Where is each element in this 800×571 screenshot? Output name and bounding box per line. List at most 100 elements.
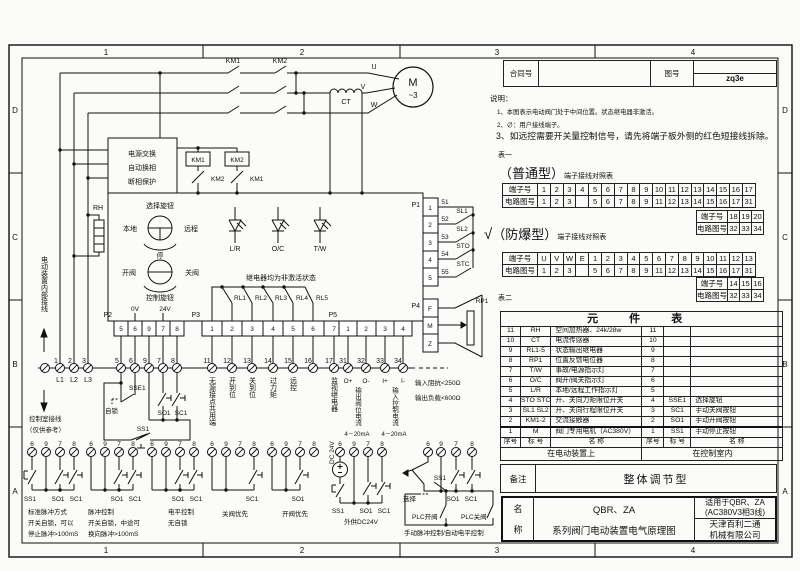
heater-rh <box>74 214 105 257</box>
svg-text:I-: I- <box>401 378 405 385</box>
svg-text:8: 8 <box>252 441 256 448</box>
svg-text:远控: 远控 <box>290 377 298 392</box>
svg-text:KM1: KM1 <box>226 58 241 65</box>
svg-text:关阀优先: 关阀优先 <box>222 509 249 518</box>
svg-text:7: 7 <box>161 326 165 333</box>
svg-text:STC: STC <box>457 261 470 268</box>
svg-text:2: 2 <box>300 546 305 555</box>
indicator-leds <box>228 207 332 243</box>
svg-text:SC1: SC1 <box>129 496 142 503</box>
control-knob[interactable] <box>143 259 177 293</box>
svg-text:关到位: 关到位 <box>249 376 257 398</box>
svg-text:V: V <box>361 84 366 91</box>
svg-text:55: 55 <box>441 269 449 276</box>
svg-text:SC1: SC1 <box>190 496 203 503</box>
svg-text:2: 2 <box>68 358 72 365</box>
name-char-2: 称 <box>513 525 523 535</box>
svg-text:0V: 0V <box>131 306 140 313</box>
svg-text:SL1: SL1 <box>456 208 468 215</box>
svg-text:KM2: KM2 <box>273 58 288 65</box>
svg-text:T/W: T/W <box>314 246 327 253</box>
svg-text:5: 5 <box>119 326 123 333</box>
svg-text:13: 13 <box>243 358 251 365</box>
svg-text:外供DC24V: 外供DC24V <box>344 517 379 526</box>
svg-text:脉冲控制: 脉冲控制 <box>88 507 115 516</box>
example-wiring <box>23 457 494 526</box>
svg-text:11: 11 <box>203 358 210 365</box>
svg-text:开关自锁，可以: 开关自锁，可以 <box>28 518 74 527</box>
contract-no-label: 合同号 <box>504 61 539 86</box>
svg-text:4: 4 <box>691 546 696 555</box>
svg-text:D: D <box>12 106 18 115</box>
svg-text:15: 15 <box>284 358 292 365</box>
motor-symbol <box>392 66 434 108</box>
svg-text:1: 1 <box>54 358 58 365</box>
svg-text:3: 3 <box>82 358 86 365</box>
svg-text:8: 8 <box>312 441 316 448</box>
svg-text:2: 2 <box>364 326 368 333</box>
svg-text:P3: P3 <box>191 312 200 319</box>
series-desc: 系列阀门电动装置电气原理图 <box>552 525 676 537</box>
svg-text:14: 14 <box>264 358 272 365</box>
svg-text:8: 8 <box>131 441 135 448</box>
svg-text:7: 7 <box>332 326 336 333</box>
svg-text:输入阻抗<250Ω: 输入阻抗<250Ω <box>415 378 461 387</box>
svg-text:8: 8 <box>192 441 196 448</box>
svg-text:6: 6 <box>311 326 315 333</box>
svg-text:6: 6 <box>133 326 137 333</box>
svg-text:C: C <box>782 233 788 242</box>
svg-text:RL2: RL2 <box>255 295 267 302</box>
svg-text:SO1: SO1 <box>291 496 304 503</box>
svg-text:SO1: SO1 <box>359 508 372 515</box>
svg-text:3: 3 <box>383 326 387 333</box>
svg-text:RL3: RL3 <box>275 295 287 302</box>
svg-text:6: 6 <box>30 441 34 448</box>
svg-text:31: 31 <box>339 358 347 365</box>
svg-text:关阀: 关阀 <box>185 268 199 277</box>
svg-text:54: 54 <box>441 251 449 258</box>
exp-type-suffix: 端子接线对照表 <box>557 234 607 241</box>
svg-text:3: 3 <box>495 48 500 57</box>
svg-text:8: 8 <box>470 441 474 448</box>
svg-text:RL4: RL4 <box>296 295 308 302</box>
svg-text:8: 8 <box>171 358 175 365</box>
svg-text:SO1: SO1 <box>110 496 123 503</box>
contract-no-value[interactable] <box>539 61 651 86</box>
svg-text:KM2: KM2 <box>211 176 225 183</box>
drawing-no-label: 图号 <box>651 61 694 86</box>
selector-knob[interactable] <box>143 215 177 251</box>
svg-text:SC1: SC1 <box>70 496 83 503</box>
wiring-direction-arrows <box>40 327 48 413</box>
svg-text:L2: L2 <box>70 377 78 384</box>
svg-text:SO1: SO1 <box>157 410 170 417</box>
company-line-2: 机械有限公司 <box>709 530 761 541</box>
svg-text:标准脉冲方式: 标准脉冲方式 <box>28 507 68 516</box>
svg-text:无源接点共用端: 无源接点共用端 <box>209 377 217 427</box>
apply-line-2: (AC380V3相3线) <box>704 508 766 518</box>
svg-text:9: 9 <box>224 441 228 448</box>
svg-text:6: 6 <box>270 441 274 448</box>
svg-text:继电器均为非激活状态: 继电器均为非激活状态 <box>246 273 316 282</box>
svg-text:3: 3 <box>495 546 500 555</box>
table2-label: 表二 <box>498 295 512 302</box>
svg-text:STO: STO <box>456 243 469 250</box>
user-terminals[interactable] <box>27 363 477 457</box>
svg-text:2: 2 <box>428 222 432 229</box>
p2-voltage-ticks <box>134 313 164 321</box>
svg-text:SS1: SS1 <box>332 508 345 515</box>
svg-text:4－20mA: 4－20mA <box>381 432 406 438</box>
name-char-1: 名 <box>513 504 523 514</box>
svg-text:SC1: SC1 <box>465 496 478 503</box>
svg-text:KM1: KM1 <box>250 176 264 183</box>
svg-text:1: 1 <box>104 546 109 555</box>
